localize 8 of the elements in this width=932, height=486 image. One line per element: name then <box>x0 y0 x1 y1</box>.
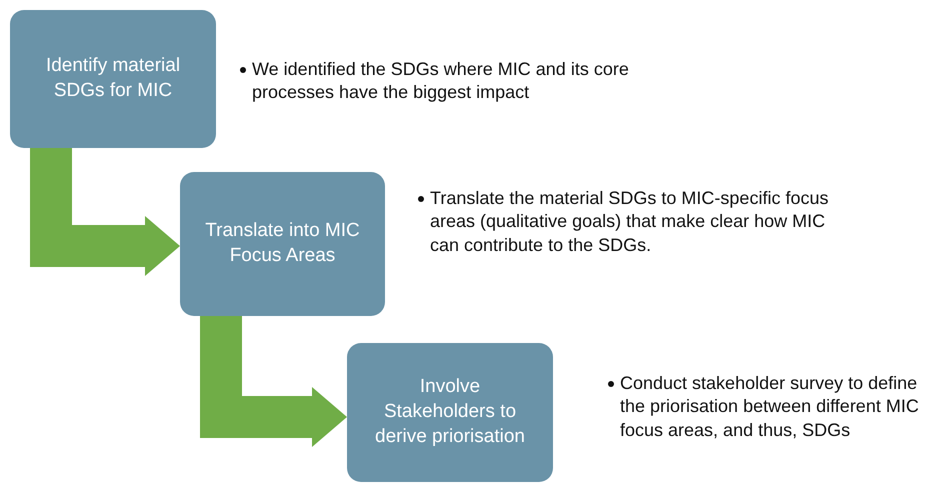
arrow <box>30 148 180 276</box>
process-box: Involve Stakeholders to derive priorisation <box>347 343 553 482</box>
bullet-text: Translate the material SDGs to MIC-specific focus areas (qualitative goals) that make clear how MIC can contribute to the SDGs. <box>430 188 828 255</box>
process-box: Translate into MIC Focus Areas <box>180 172 385 316</box>
bullet-text: Conduct stakeholder survey to define the priorisation between different MIC focus areas, and thus, SDGs <box>620 373 919 440</box>
bullet-text: We identified the SDGs where MIC and its core processes have the biggest impact <box>252 59 629 102</box>
process-box: Identify material SDGs for MIC <box>10 10 216 148</box>
arrow <box>200 316 347 447</box>
